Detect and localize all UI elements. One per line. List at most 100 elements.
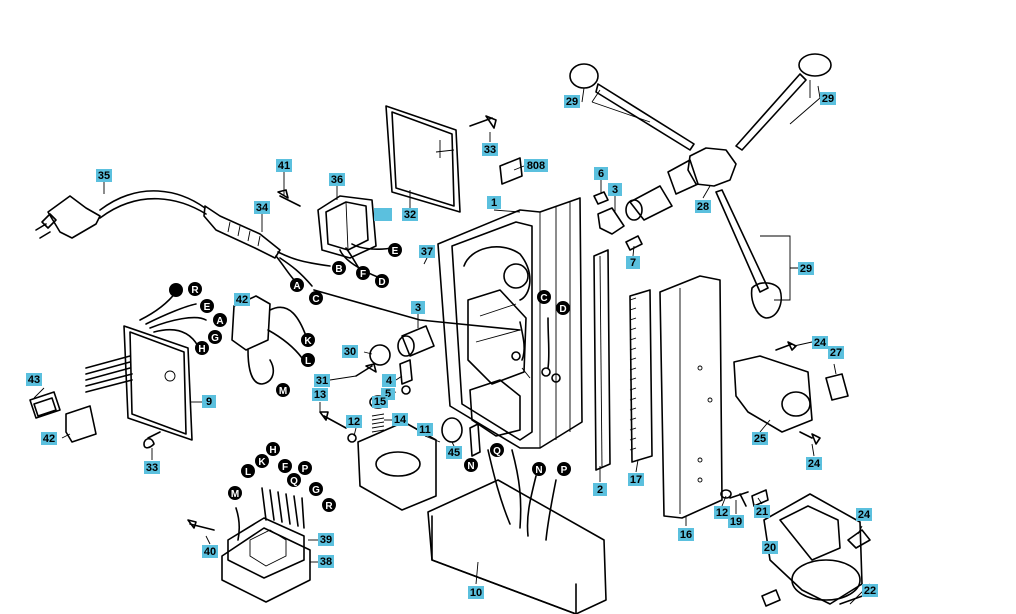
svg-text:L: L xyxy=(305,356,311,367)
svg-text:31: 31 xyxy=(316,375,328,387)
svg-text:H: H xyxy=(269,445,276,456)
base-20 xyxy=(720,489,871,607)
part-label: 7 xyxy=(626,256,640,269)
svg-text:21: 21 xyxy=(756,506,768,518)
svg-text:6: 6 xyxy=(598,168,604,180)
part-label: 9 xyxy=(202,395,216,408)
wire-badge: B xyxy=(332,261,346,275)
svg-text:28: 28 xyxy=(697,201,709,213)
wire-badge: E xyxy=(388,243,402,257)
part-label: 41 xyxy=(276,159,292,172)
part-label: 24 xyxy=(812,336,828,349)
blank-tag xyxy=(374,208,392,221)
wire-badge: R xyxy=(188,282,202,296)
svg-text:F: F xyxy=(360,269,366,280)
svg-text:H: H xyxy=(198,344,205,355)
wire-badge: E xyxy=(200,299,214,313)
svg-text:2: 2 xyxy=(597,484,603,496)
svg-text:41: 41 xyxy=(278,160,290,172)
svg-text:R: R xyxy=(325,501,333,512)
wire-badge: G xyxy=(309,482,323,496)
wire-badge: C xyxy=(309,291,323,305)
svg-text:24: 24 xyxy=(814,337,827,349)
svg-text:19: 19 xyxy=(730,516,742,528)
part-label: 3 xyxy=(411,301,425,314)
svg-text:36: 36 xyxy=(331,174,343,186)
part-label: 17 xyxy=(628,473,644,486)
part-label: 33 xyxy=(144,461,160,474)
wire-badge: M xyxy=(228,486,242,500)
svg-text:22: 22 xyxy=(864,585,876,597)
wire-badge: P xyxy=(557,462,571,476)
housing-1 xyxy=(437,197,583,449)
svg-text:7: 7 xyxy=(630,257,636,269)
svg-text:35: 35 xyxy=(98,170,110,182)
leader-lines xyxy=(33,80,871,605)
part-label: 42 xyxy=(234,293,250,306)
part-label: 22 xyxy=(862,584,878,597)
wire-badge: N xyxy=(464,458,478,472)
part-label: 2 xyxy=(593,483,607,496)
svg-text:15: 15 xyxy=(374,396,386,408)
svg-text:B: B xyxy=(335,264,342,275)
svg-text:3: 3 xyxy=(612,184,618,196)
svg-text:A: A xyxy=(293,281,300,292)
svg-text:42: 42 xyxy=(43,433,55,445)
svg-text:25: 25 xyxy=(754,433,766,445)
svg-text:12: 12 xyxy=(348,416,360,428)
svg-text:14: 14 xyxy=(394,414,407,426)
svg-text:P: P xyxy=(302,464,309,475)
wire-badge-plain xyxy=(169,283,183,297)
part-label: 33 xyxy=(482,143,498,156)
svg-text:40: 40 xyxy=(204,546,216,558)
svg-text:D: D xyxy=(378,277,385,288)
svg-text:29: 29 xyxy=(800,263,812,275)
wire-badge: L xyxy=(301,353,315,367)
power-cord xyxy=(35,190,331,287)
wire-badge: R xyxy=(322,498,336,512)
svg-text:L: L xyxy=(245,467,251,478)
part-label: 16 xyxy=(678,528,694,541)
motor-plate-9 xyxy=(29,291,307,449)
svg-text:G: G xyxy=(211,333,219,344)
svg-text:F: F xyxy=(282,462,288,473)
wire-badge: D xyxy=(375,274,389,288)
wire-badge: H xyxy=(195,341,209,355)
svg-text:27: 27 xyxy=(830,347,842,359)
feed-handles xyxy=(569,53,832,319)
svg-text:24: 24 xyxy=(808,458,821,470)
svg-text:20: 20 xyxy=(764,542,776,554)
part-label: 39 xyxy=(318,533,334,546)
tag-808 xyxy=(499,157,523,185)
svg-text:38: 38 xyxy=(320,556,332,568)
wire-badge: Q xyxy=(287,473,301,487)
svg-text:G: G xyxy=(312,485,320,496)
part-label: 12 xyxy=(714,506,730,519)
svg-text:33: 33 xyxy=(146,462,158,474)
svg-text:12: 12 xyxy=(716,507,728,519)
svg-text:13: 13 xyxy=(314,389,326,401)
part-label: 45 xyxy=(446,446,462,459)
part-label: 1 xyxy=(487,196,501,209)
motor-10 xyxy=(427,479,607,614)
wire-badge: K xyxy=(255,454,269,468)
wire-badge: M xyxy=(276,383,290,397)
svg-text:45: 45 xyxy=(448,447,460,459)
svg-text:39: 39 xyxy=(320,534,332,546)
cover-plate-32 xyxy=(385,105,497,213)
svg-text:C: C xyxy=(312,294,319,305)
svg-text:10: 10 xyxy=(470,587,482,599)
part-label: 29 xyxy=(820,92,836,105)
svg-text:30: 30 xyxy=(344,346,356,358)
part-label: 15 xyxy=(372,396,388,408)
wire-badge: H xyxy=(266,442,280,456)
svg-text:24: 24 xyxy=(858,509,871,521)
svg-text:E: E xyxy=(204,302,211,313)
small-parts-mid xyxy=(319,325,435,443)
svg-text:R: R xyxy=(191,285,199,296)
part-label: 13 xyxy=(312,388,328,401)
svg-text:9: 9 xyxy=(206,396,212,408)
part-label: 20 xyxy=(762,541,778,554)
wire-badge: C xyxy=(537,290,551,304)
svg-text:808: 808 xyxy=(527,160,545,172)
